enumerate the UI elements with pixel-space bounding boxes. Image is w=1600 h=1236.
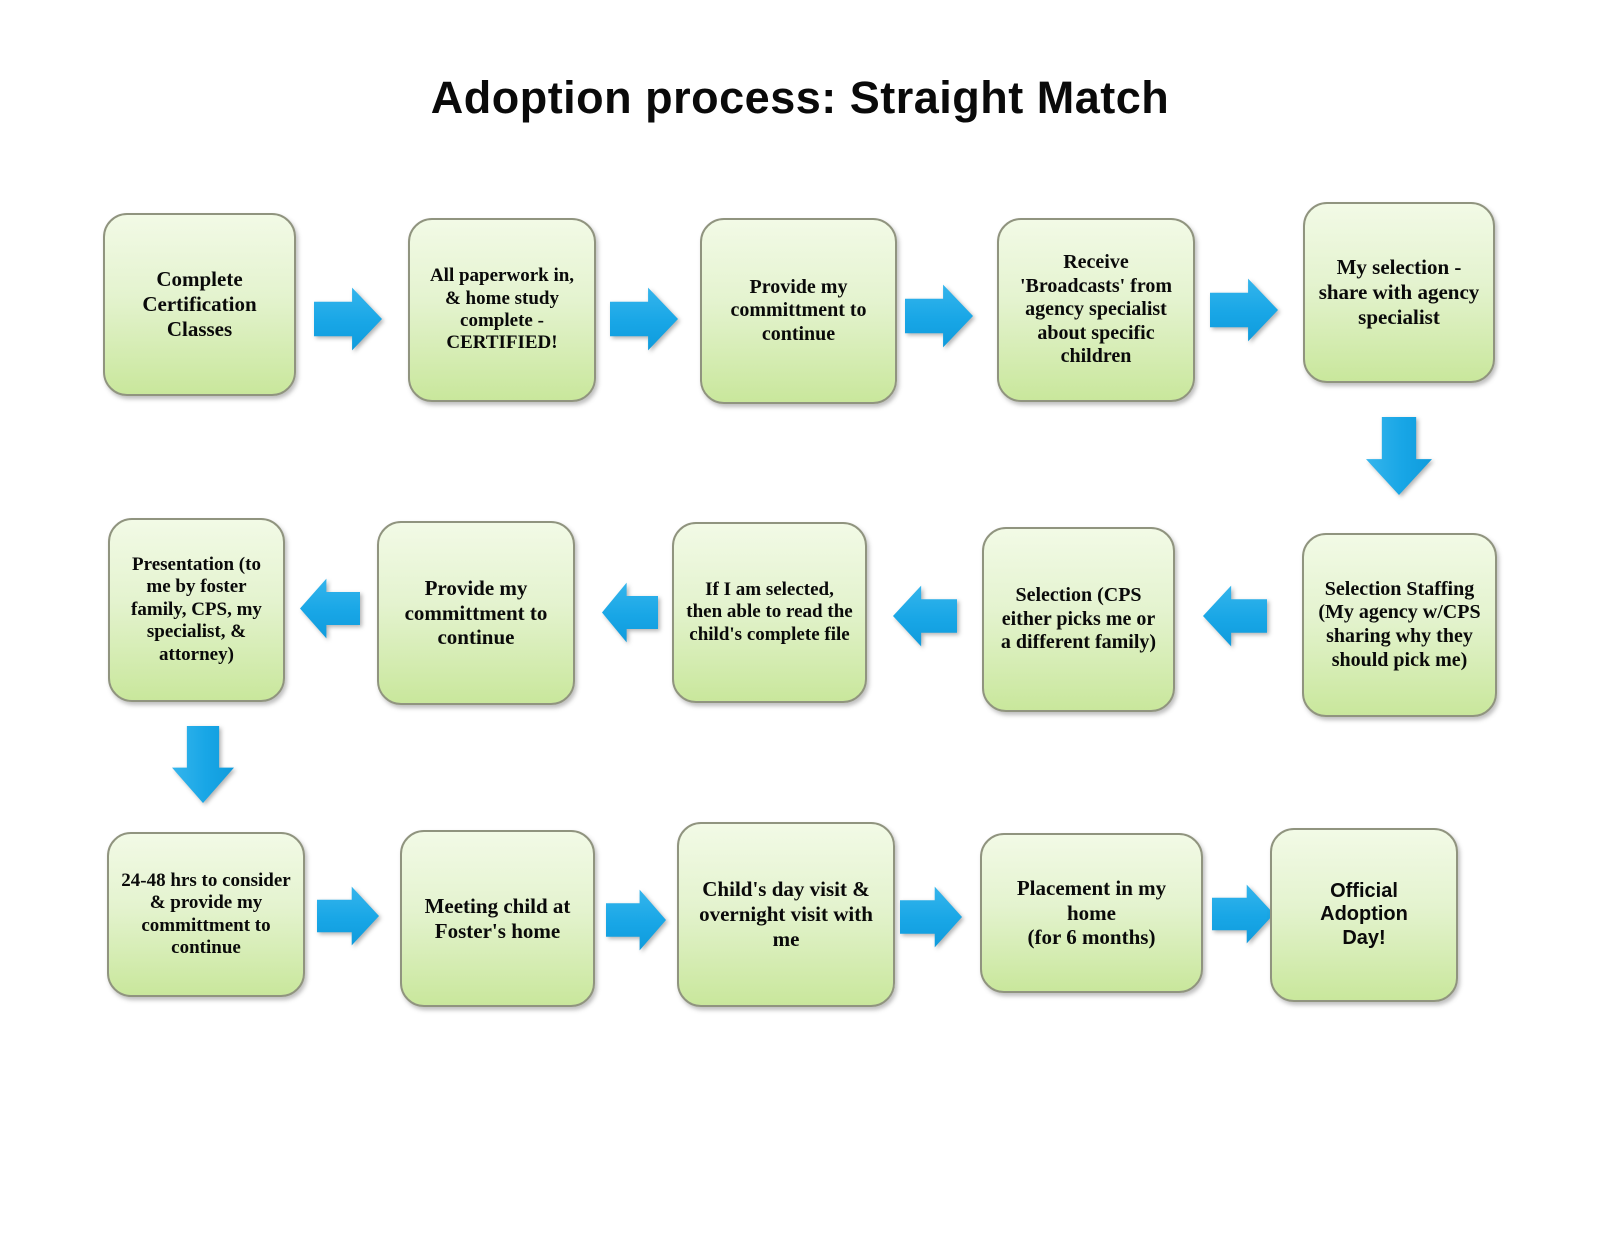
flow-step-label: Child's day visit & overnight visit with… [699, 877, 873, 951]
flow-step-adoption-day: Official Adoption Day! [1270, 828, 1458, 1002]
flow-step-label: Meeting child at Foster's home [424, 893, 571, 943]
arrow-right-icon [317, 886, 379, 946]
arrow-right-icon [1212, 884, 1274, 944]
flow-step-my-selection: My selection - share with agency special… [1303, 202, 1495, 383]
flow-step-label: Presentation (to me by foster family, CP… [131, 553, 262, 665]
arrow-right-icon [1210, 278, 1278, 342]
flow-step-certification-classes: Complete Certification Classes [103, 213, 296, 396]
flow-step-meeting-child: Meeting child at Foster's home [400, 830, 595, 1007]
arrow-right-icon [314, 287, 382, 351]
flow-step-label: Complete Certification Classes [142, 267, 257, 341]
flow-step-day-visit: Child's day visit & overnight visit with… [677, 822, 895, 1007]
arrow-down-icon [1366, 417, 1432, 495]
flow-step-label: Receive 'Broadcasts' from agency special… [1019, 251, 1173, 368]
flow-step-selection-staffing: Selection Staffing (My agency w/CPS shar… [1302, 533, 1497, 717]
arrow-left-icon [602, 582, 658, 643]
arrow-down-icon [172, 726, 234, 803]
flow-step-presentation: Presentation (to me by foster family, CP… [108, 518, 285, 702]
flow-step-label: Placement in my home (for 6 months) [1016, 875, 1167, 950]
arrow-right-icon [900, 886, 962, 948]
page-title: Adoption process: Straight Match [430, 72, 1170, 123]
flow-step-paperwork-certified: All paperwork in, & home study complete … [408, 218, 596, 402]
flow-step-selection-cps: Selection (CPS either picks me or a diff… [982, 527, 1175, 712]
arrow-right-icon [610, 287, 678, 351]
flow-step-label: All paperwork in, & home study complete … [429, 265, 575, 354]
arrow-left-icon [1203, 585, 1267, 647]
flow-step-label: My selection - share with agency special… [1318, 255, 1480, 329]
flow-step-label: Selection (CPS either picks me or a diff… [1000, 584, 1157, 654]
arrow-right-icon [606, 889, 666, 951]
flow-step-commitment-2: Provide my committment to continue [377, 521, 575, 705]
flow-step-broadcasts: Receive 'Broadcasts' from agency special… [997, 218, 1195, 402]
flow-step-label: 24-48 hrs to consider & provide my commi… [121, 869, 291, 958]
arrow-left-icon [300, 578, 360, 639]
flow-step-placement: Placement in my home (for 6 months) [980, 833, 1203, 993]
arrow-left-icon [893, 585, 957, 647]
flow-step-read-child-file: If I am selected, then able to read the … [672, 522, 867, 703]
flow-step-label: Official Adoption Day! [1320, 879, 1408, 949]
arrow-right-icon [905, 284, 973, 348]
flow-step-label: Provide my committment to continue [730, 275, 867, 345]
flow-step-commitment-1: Provide my committment to continue [700, 218, 897, 404]
flow-step-label: Provide my committment to continue [404, 575, 548, 650]
flow-step-label: Selection Staffing (My agency w/CPS shar… [1318, 577, 1481, 671]
flow-step-24-48-hrs: 24-48 hrs to consider & provide my commi… [107, 832, 305, 997]
flow-step-label: If I am selected, then able to read the … [686, 578, 853, 645]
